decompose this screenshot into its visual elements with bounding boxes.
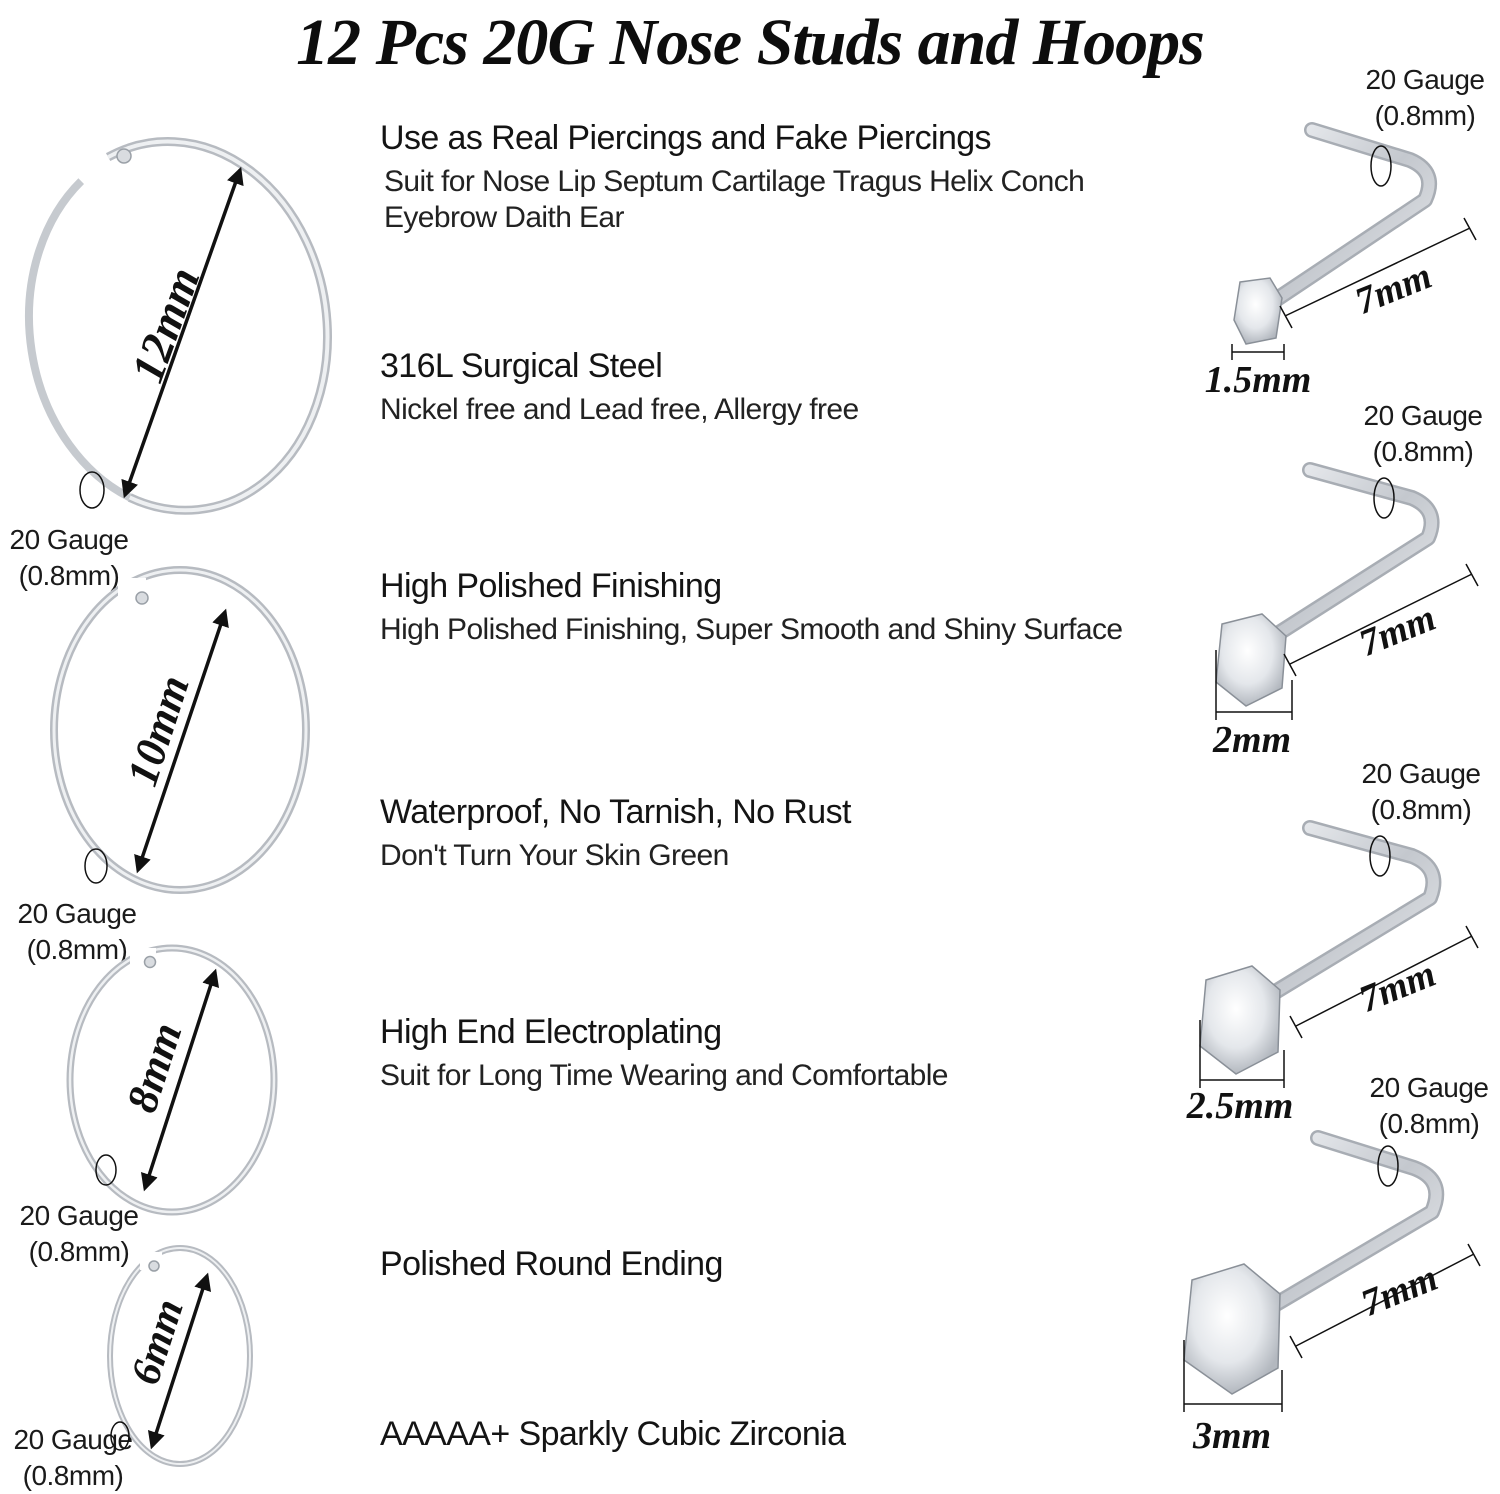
feature-heading: High Polished Finishing: [380, 567, 722, 605]
gauge-text: 20 Gauge: [1365, 64, 1486, 95]
feature-polished: High Polished Finishing High Polished Fi…: [380, 566, 1180, 648]
hoop-gauge-label: 20 Gauge (0.8mm): [4, 1198, 154, 1270]
stud-stone-label: 3mm: [1192, 1415, 1271, 1457]
stud-stone-label: 2mm: [1212, 719, 1291, 761]
gem-stone: [1233, 277, 1283, 345]
gauge-mm-text: (0.8mm): [1374, 100, 1476, 131]
gauge-text: 20 Gauge: [13, 1424, 134, 1455]
feature-heading: High End Electroplating: [380, 1013, 722, 1051]
feature-real-fake: Use as Real Piercings and Fake Piercings…: [380, 118, 1180, 236]
stud-gauge-label: 20 Gauge (0.8mm): [1354, 1070, 1500, 1142]
hoop-gauge-label: 20 Gauge (0.8mm): [0, 522, 144, 594]
gauge-mm-text: (0.8mm): [28, 1236, 130, 1267]
hoop-12mm: 12mm: [25, 137, 332, 515]
feature-heading: Polished Round Ending: [380, 1245, 723, 1283]
feature-subtext: Suit for Long Time Wearing and Comfortab…: [380, 1059, 948, 1092]
hoop-8mm: 8mm: [66, 944, 278, 1216]
gauge-mm-text: (0.8mm): [22, 1460, 124, 1491]
stud-length-label: 7mm: [1353, 597, 1441, 665]
feature-electroplating: High End Electroplating Suit for Long Ti…: [380, 1012, 1180, 1094]
feature-subtext: High Polished Finishing, Super Smooth an…: [380, 613, 1123, 646]
gem-stone: [1183, 1263, 1281, 1395]
hoop-size-label: 8mm: [117, 1017, 192, 1118]
gauge-text: 20 Gauge: [9, 524, 130, 555]
feature-waterproof: Waterproof, No Tarnish, No Rust Don't Tu…: [380, 792, 1180, 874]
stud-stone-label: 2.5mm: [1186, 1085, 1294, 1127]
gauge-text: 20 Gauge: [19, 1200, 140, 1231]
page-title: 12 Pcs 20G Nose Studs and Hoops: [296, 6, 1205, 79]
gauge-text: 20 Gauge: [17, 898, 138, 929]
nose-stud-3mm: 7mm 3mm: [1183, 1130, 1481, 1457]
feature-heading: 316L Surgical Steel: [380, 347, 663, 385]
gauge-mm-text: (0.8mm): [1378, 1108, 1480, 1139]
hoop-size-label: 12mm: [121, 261, 209, 389]
hoop-size-label: 6mm: [122, 1294, 192, 1390]
hoop-6mm: 6mm: [107, 1245, 253, 1467]
hoop-gauge-label: 20 Gauge (0.8mm): [2, 896, 152, 968]
gem-stone: [1199, 965, 1281, 1075]
stud-gauge-label: 20 Gauge (0.8mm): [1348, 398, 1498, 470]
feature-surgical-steel: 316L Surgical Steel Nickel free and Lead…: [380, 346, 1180, 428]
nose-stud-2mm: 7mm 2mm: [1212, 462, 1479, 761]
gauge-mm-text: (0.8mm): [1372, 436, 1474, 467]
gauge-text: 20 Gauge: [1361, 758, 1482, 789]
feature-round-ending: Polished Round Ending: [380, 1244, 1180, 1284]
feature-heading: Use as Real Piercings and Fake Piercings: [380, 119, 992, 157]
nose-stud-2-5mm: 7mm 2.5mm: [1186, 820, 1479, 1127]
gauge-text: 20 Gauge: [1363, 400, 1484, 431]
feature-cubic-zirconia: AAAAA+ Sparkly Cubic Zirconia: [380, 1414, 1180, 1454]
gauge-mm-text: (0.8mm): [26, 934, 128, 965]
hoop-gauge-label: 20 Gauge (0.8mm): [0, 1422, 148, 1494]
feature-subtext: Suit for Nose Lip Septum Cartilage Tragu…: [384, 165, 1085, 234]
stud-length-label: 7mm: [1355, 1257, 1443, 1325]
feature-subtext: Don't Turn Your Skin Green: [380, 839, 729, 872]
feature-heading: Waterproof, No Tarnish, No Rust: [380, 793, 851, 831]
gauge-mm-text: (0.8mm): [18, 560, 120, 591]
stud-gauge-label: 20 Gauge (0.8mm): [1346, 756, 1496, 828]
gauge-text: 20 Gauge: [1369, 1072, 1490, 1103]
stud-length-label: 7mm: [1353, 953, 1441, 1021]
stud-stone-label: 1.5mm: [1205, 359, 1312, 401]
feature-subtext: Nickel free and Lead free, Allergy free: [380, 393, 859, 426]
stud-gauge-label: 20 Gauge (0.8mm): [1350, 62, 1500, 134]
hoop-10mm: 10mm: [50, 566, 310, 894]
feature-heading: AAAAA+ Sparkly Cubic Zirconia: [380, 1415, 846, 1453]
nose-stud-1-5mm: 7mm 1.5mm: [1205, 122, 1477, 401]
gauge-mm-text: (0.8mm): [1370, 794, 1472, 825]
gem-stone: [1215, 613, 1287, 707]
